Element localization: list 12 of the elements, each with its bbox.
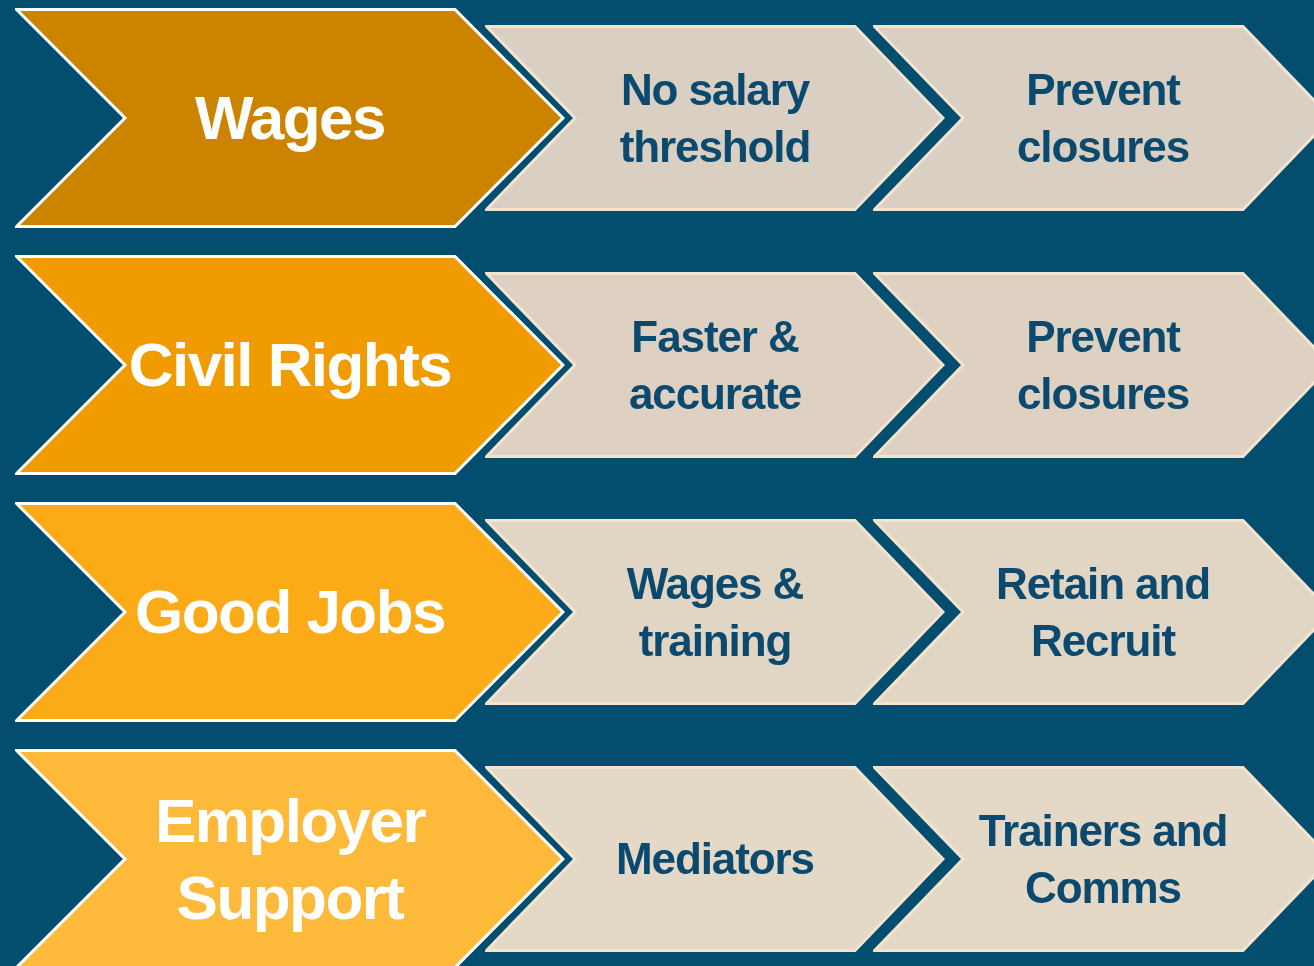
chevron-label: Faster & accurate: [627, 310, 803, 420]
chevron-label: Trainers and Comms: [977, 804, 1229, 914]
chevron-label: Employer Support: [153, 784, 427, 934]
chevron-label: Good Jobs: [135, 576, 445, 649]
chevron-label: Civil Rights: [128, 329, 452, 402]
chevron-label: Mediators: [616, 833, 814, 886]
chevron-label: Retain and Recruit: [995, 557, 1211, 667]
chevron-label: Wages & training: [625, 557, 805, 667]
chevron-label: Wages: [195, 82, 385, 155]
chevron-label: Prevent closures: [1015, 310, 1191, 420]
chevron-label: Prevent closures: [1015, 63, 1191, 173]
chevron-label: No salary threshold: [618, 63, 812, 173]
